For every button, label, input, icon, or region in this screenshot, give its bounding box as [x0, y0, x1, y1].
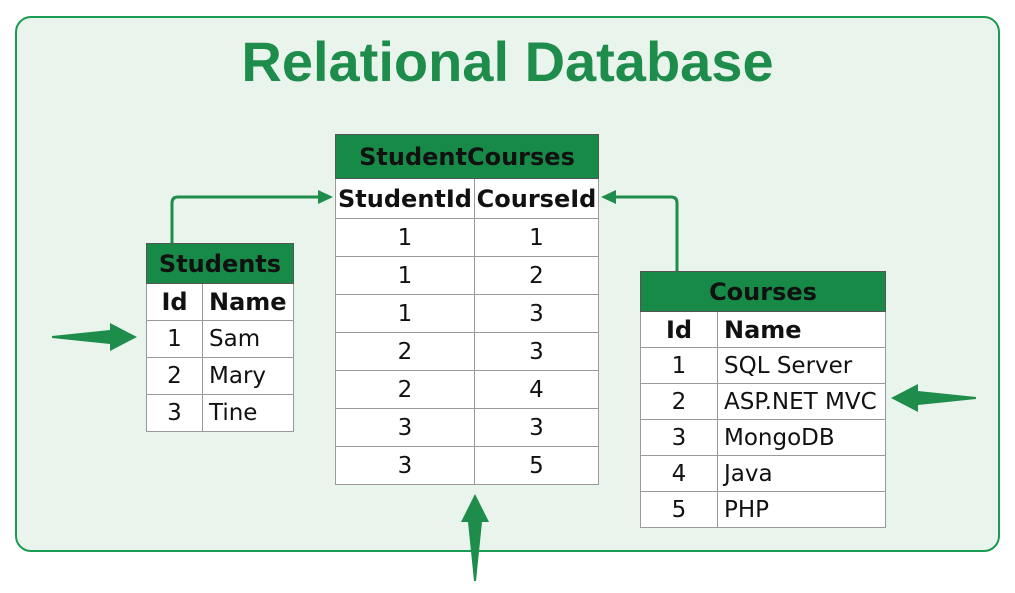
- table-row: 3 3: [335, 408, 599, 447]
- studentcourses-column-studentid: StudentId: [335, 178, 475, 219]
- connector-arrowhead-right-icon: [318, 190, 333, 204]
- studentcourses-cell-studentid: 2: [335, 370, 475, 409]
- table-row: 3 Tine: [146, 394, 294, 432]
- students-cell-id: 2: [146, 357, 203, 395]
- table-row: 2 ASP.NET MVC: [640, 383, 886, 420]
- courses-table: Courses Id Name 1 SQL Server 2 ASP.NET M…: [640, 271, 886, 528]
- studentcourses-cell-courseid: 5: [474, 446, 599, 485]
- studentcourses-cell-courseid: 3: [474, 408, 599, 447]
- courses-table-title: Courses: [640, 271, 886, 312]
- table-row: 2 4: [335, 370, 599, 409]
- courses-cell-name: PHP: [717, 491, 886, 528]
- studentcourses-table: StudentCourses StudentId CourseId 1 1 1 …: [335, 134, 599, 485]
- table-row: 1 1: [335, 218, 599, 257]
- table-row: 1 Sam: [146, 320, 294, 358]
- courses-cell-id: 4: [640, 455, 718, 492]
- students-cell-id: 1: [146, 320, 203, 358]
- arrow-up-icon: [461, 494, 489, 581]
- students-to-studentcourses-connector: [170, 195, 325, 243]
- table-row: 1 SQL Server: [640, 347, 886, 384]
- courses-cell-name: Java: [717, 455, 886, 492]
- courses-cell-name: SQL Server: [717, 347, 886, 384]
- table-row: 4 Java: [640, 455, 886, 492]
- studentcourses-cell-studentid: 2: [335, 332, 475, 371]
- connector-arrowhead-left-icon: [601, 190, 616, 204]
- courses-cell-name: ASP.NET MVC: [717, 383, 886, 420]
- table-row: 1 3: [335, 294, 599, 333]
- studentcourses-cell-studentid: 1: [335, 294, 475, 333]
- courses-to-studentcourses-connector: [610, 195, 679, 271]
- arrow-right-icon: [52, 323, 137, 351]
- studentcourses-cell-courseid: 3: [474, 294, 599, 333]
- courses-cell-id: 5: [640, 491, 718, 528]
- table-row: 2 Mary: [146, 357, 294, 395]
- table-row: 3 5: [335, 446, 599, 485]
- studentcourses-cell-courseid: 4: [474, 370, 599, 409]
- studentcourses-cell-courseid: 1: [474, 218, 599, 257]
- studentcourses-table-title: StudentCourses: [335, 134, 599, 179]
- courses-cell-id: 2: [640, 383, 718, 420]
- studentcourses-cell-studentid: 1: [335, 256, 475, 295]
- students-column-id: Id: [146, 283, 203, 321]
- studentcourses-cell-courseid: 2: [474, 256, 599, 295]
- students-cell-name: Sam: [202, 320, 294, 358]
- courses-cell-id: 1: [640, 347, 718, 384]
- table-row: 5 PHP: [640, 491, 886, 528]
- studentcourses-column-courseid: CourseId: [474, 178, 599, 219]
- courses-column-name: Name: [717, 311, 886, 348]
- courses-cell-id: 3: [640, 419, 718, 456]
- studentcourses-cell-studentid: 3: [335, 408, 475, 447]
- diagram-title: Relational Database: [241, 30, 774, 93]
- table-row: 1 2: [335, 256, 599, 295]
- students-cell-name: Tine: [202, 394, 294, 432]
- students-cell-name: Mary: [202, 357, 294, 395]
- studentcourses-cell-courseid: 3: [474, 332, 599, 371]
- courses-column-id: Id: [640, 311, 718, 348]
- studentcourses-cell-studentid: 1: [335, 218, 475, 257]
- arrow-left-icon: [891, 384, 976, 412]
- table-row: 3 MongoDB: [640, 419, 886, 456]
- studentcourses-cell-studentid: 3: [335, 446, 475, 485]
- students-table-title: Students: [146, 243, 294, 284]
- students-table: Students Id Name 1 Sam 2 Mary 3 Tine: [146, 243, 294, 432]
- students-cell-id: 3: [146, 394, 203, 432]
- table-row: 2 3: [335, 332, 599, 371]
- courses-cell-name: MongoDB: [717, 419, 886, 456]
- students-column-name: Name: [202, 283, 294, 321]
